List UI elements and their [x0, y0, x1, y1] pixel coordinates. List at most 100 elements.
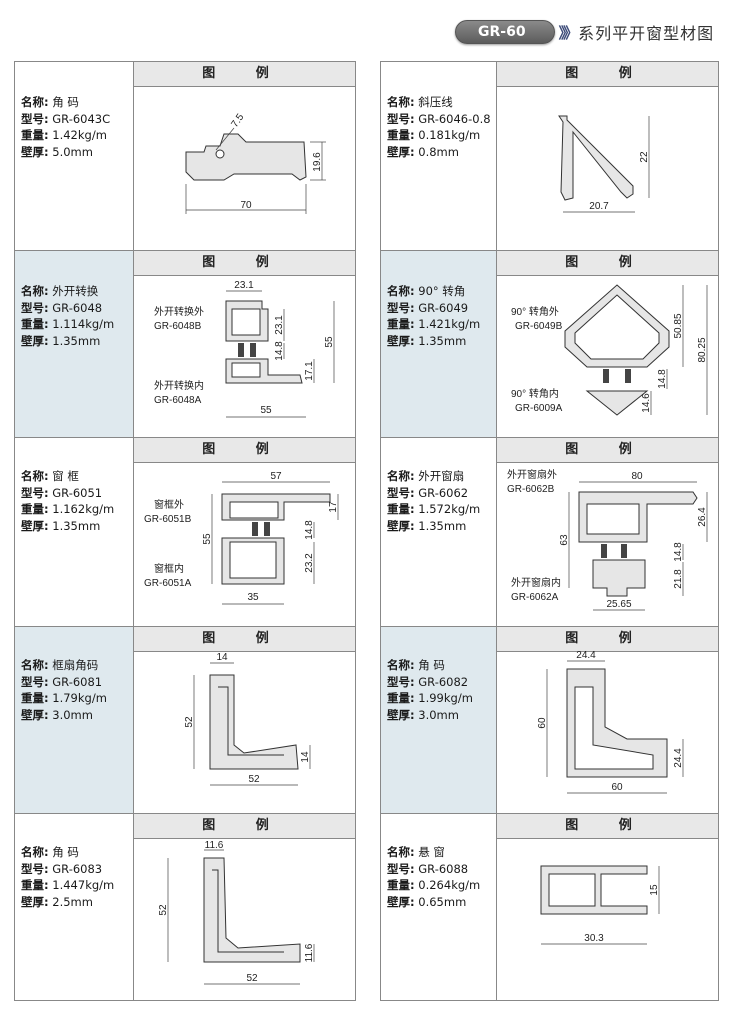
svg-text:GR-6048B: GR-6048B: [154, 321, 202, 332]
svg-text:17: 17: [328, 501, 339, 513]
profile-drawing-6048: 外开转换外 GR-6048B 外开转换内 GR-6048A 23.1 23.1 …: [154, 280, 335, 418]
svg-text:35: 35: [247, 592, 259, 603]
row-6082: 名称: 角 码 型号: GR-6082 重量: 1.99kg/m 壁厚: 3.0…: [381, 627, 718, 813]
drawing-area: 图 例 11.6 52 11.6 52: [133, 814, 355, 1000]
profile-drawing-6083: 11.6 52 11.6 52: [158, 840, 315, 985]
svg-text:90° 转角外: 90° 转角外: [511, 305, 559, 318]
drawing-area: 图 例 70 19.6 7.5: [133, 62, 355, 250]
spec-block: 名称: 框扇角码 型号: GR-6081 重量: 1.79kg/m 壁厚: 3.…: [21, 658, 107, 722]
legend-header: 图 例: [134, 814, 355, 839]
svg-text:24.4: 24.4: [576, 650, 596, 661]
legend-header: 图 例: [497, 627, 718, 652]
spec-block: 名称: 角 码 型号: GR-6082 重量: 1.99kg/m 壁厚: 3.0…: [387, 658, 473, 722]
svg-text:窗框外: 窗框外: [154, 498, 184, 511]
svg-text:57: 57: [270, 471, 282, 482]
svg-text:21.8: 21.8: [673, 569, 684, 589]
profile-drawing-6043c: 70 19.6 7.5: [185, 112, 326, 214]
page-title: 系列平开窗型材图: [578, 24, 715, 43]
profile-drawing-6046: 20.7 22: [558, 115, 650, 213]
row-6043c: 名称: 角 码 型号: GR-6043C 重量: 1.42kg/m 壁厚: 5.…: [15, 62, 355, 250]
svg-text:80: 80: [631, 471, 643, 482]
svg-text:14.8: 14.8: [673, 542, 684, 562]
svg-text:GR-6062A: GR-6062A: [511, 592, 559, 603]
spec-block: 名称: 外开窗扇 型号: GR-6062 重量: 1.572kg/m 壁厚: 1…: [387, 469, 481, 533]
row-6081: 名称: 框扇角码 型号: GR-6081 重量: 1.79kg/m 壁厚: 3.…: [15, 627, 355, 813]
spec-block: 名称: 90° 转角 型号: GR-6049 重量: 1.421kg/m 壁厚:…: [387, 284, 481, 348]
svg-text:52: 52: [158, 904, 169, 916]
svg-text:60: 60: [537, 717, 548, 729]
svg-text:GR-6009A: GR-6009A: [515, 403, 563, 414]
legend-header: 图 例: [134, 62, 355, 87]
svg-text:14: 14: [300, 751, 311, 763]
svg-text:55: 55: [260, 405, 272, 416]
svg-text:14.8: 14.8: [657, 369, 668, 389]
svg-text:15: 15: [649, 884, 660, 896]
drawing-area: 图 例 20.7 22: [496, 62, 718, 250]
svg-text:14.8: 14.8: [304, 520, 315, 540]
legend-header: 图 例: [497, 438, 718, 463]
profile-drawing-6081: 14 52 14 52: [184, 652, 311, 786]
svg-text:23.1: 23.1: [234, 280, 254, 291]
svg-text:23.2: 23.2: [304, 553, 315, 573]
svg-text:11.6: 11.6: [304, 943, 315, 962]
drawing-area: 图 例 14 52 14 52: [133, 627, 355, 813]
svg-text:22: 22: [639, 151, 650, 163]
svg-text:14.6: 14.6: [641, 393, 652, 413]
svg-text:GR-6062B: GR-6062B: [507, 484, 555, 495]
row-6051: 名称: 窗 框 型号: GR-6051 重量: 1.162kg/m 壁厚: 1.…: [15, 438, 355, 626]
svg-text:外开转换外: 外开转换外: [154, 305, 204, 318]
svg-text:11.6: 11.6: [205, 840, 224, 851]
series-badge: GR-60: [455, 20, 555, 44]
svg-text:80.25: 80.25: [697, 337, 708, 362]
svg-text:19.6: 19.6: [312, 152, 323, 172]
svg-text:24.4: 24.4: [673, 748, 684, 768]
svg-text:GR-6049B: GR-6049B: [515, 321, 563, 332]
svg-text:14: 14: [216, 652, 228, 663]
svg-text:外开转换内: 外开转换内: [154, 379, 204, 392]
svg-text:GR-6051A: GR-6051A: [144, 578, 192, 589]
row-6088: 名称: 悬 窗 型号: GR-6088 重量: 0.264kg/m 壁厚: 0.…: [381, 814, 718, 1000]
svg-text:GR-6051B: GR-6051B: [144, 514, 192, 525]
legend-header: 图 例: [497, 62, 718, 87]
legend-header: 图 例: [134, 627, 355, 652]
svg-text:外开窗扇内: 外开窗扇内: [511, 576, 561, 589]
spec-block: 名称: 斜压线 型号: GR-6046-0.8 重量: 0.181kg/m 壁厚…: [387, 95, 491, 159]
svg-text:窗框内: 窗框内: [154, 562, 184, 575]
profile-drawing-6082: 24.4 60 24.4 60: [537, 650, 684, 794]
legend-header: 图 例: [134, 251, 355, 276]
svg-text:52: 52: [184, 716, 195, 728]
legend-header: 图 例: [497, 814, 718, 839]
drawing-area: 图 例 24.4 60 24.4 60: [496, 627, 718, 813]
drawing-area: 图 例 15 30.3: [496, 814, 718, 1000]
svg-text:55: 55: [202, 533, 213, 545]
left-panel: 名称: 角 码 型号: GR-6043C 重量: 1.42kg/m 壁厚: 5.…: [14, 61, 356, 1001]
svg-text:63: 63: [559, 534, 570, 546]
svg-text:25.65: 25.65: [606, 599, 631, 610]
svg-text:50.85: 50.85: [673, 313, 684, 338]
svg-text:60: 60: [611, 782, 623, 793]
svg-text:GR-6048A: GR-6048A: [154, 395, 202, 406]
drawing-area: 图 例 窗框外 GR-6051B 窗框内 GR-6051A 57 17 14.8…: [133, 438, 355, 626]
drawing-area: 图 例 90° 转角外 GR-6049B 90° 转角内 GR-6009A 50…: [496, 251, 718, 437]
profile-drawing-6062: 外开窗扇外 GR-6062B 外开窗扇内 GR-6062A 80 26.4 63…: [507, 468, 708, 611]
right-panel: 名称: 斜压线 型号: GR-6046-0.8 重量: 0.181kg/m 壁厚…: [380, 61, 719, 1001]
row-6049: 名称: 90° 转角 型号: GR-6049 重量: 1.421kg/m 壁厚:…: [381, 251, 718, 437]
profile-drawing-6049: 90° 转角外 GR-6049B 90° 转角内 GR-6009A 50.85 …: [511, 284, 708, 416]
spec-block: 名称: 悬 窗 型号: GR-6088 重量: 0.264kg/m 壁厚: 0.…: [387, 845, 481, 909]
svg-text:17.1: 17.1: [304, 361, 315, 381]
row-6083: 名称: 角 码 型号: GR-6083 重量: 1.447kg/m 壁厚: 2.…: [15, 814, 355, 1000]
spec-block: 名称: 角 码 型号: GR-6083 重量: 1.447kg/m 壁厚: 2.…: [21, 845, 115, 909]
drawing-area: 图 例 外开窗扇外 GR-6062B 外开窗扇内 GR-6062A 80 26.…: [496, 438, 718, 626]
spec-block: 名称: 窗 框 型号: GR-6051 重量: 1.162kg/m 壁厚: 1.…: [21, 469, 115, 533]
svg-text:90° 转角内: 90° 转角内: [511, 387, 559, 400]
drawing-area: 图 例 外开转换外 GR-6048B 外开转换内 GR-6048A 23.1 2…: [133, 251, 355, 437]
svg-text:外开窗扇外: 外开窗扇外: [507, 468, 557, 481]
legend-header: 图 例: [134, 438, 355, 463]
page-header: GR-60 》》 系列平开窗型材图: [455, 20, 714, 44]
spec-block: 名称: 角 码 型号: GR-6043C 重量: 1.42kg/m 壁厚: 5.…: [21, 95, 111, 159]
svg-text:52: 52: [246, 973, 258, 984]
spec-block: 名称: 外开转换 型号: GR-6048 重量: 1.114kg/m 壁厚: 1…: [21, 284, 115, 348]
profile-drawing-6088: 15 30.3: [540, 865, 660, 945]
svg-text:14.8: 14.8: [274, 341, 285, 361]
svg-text:52: 52: [248, 774, 260, 785]
